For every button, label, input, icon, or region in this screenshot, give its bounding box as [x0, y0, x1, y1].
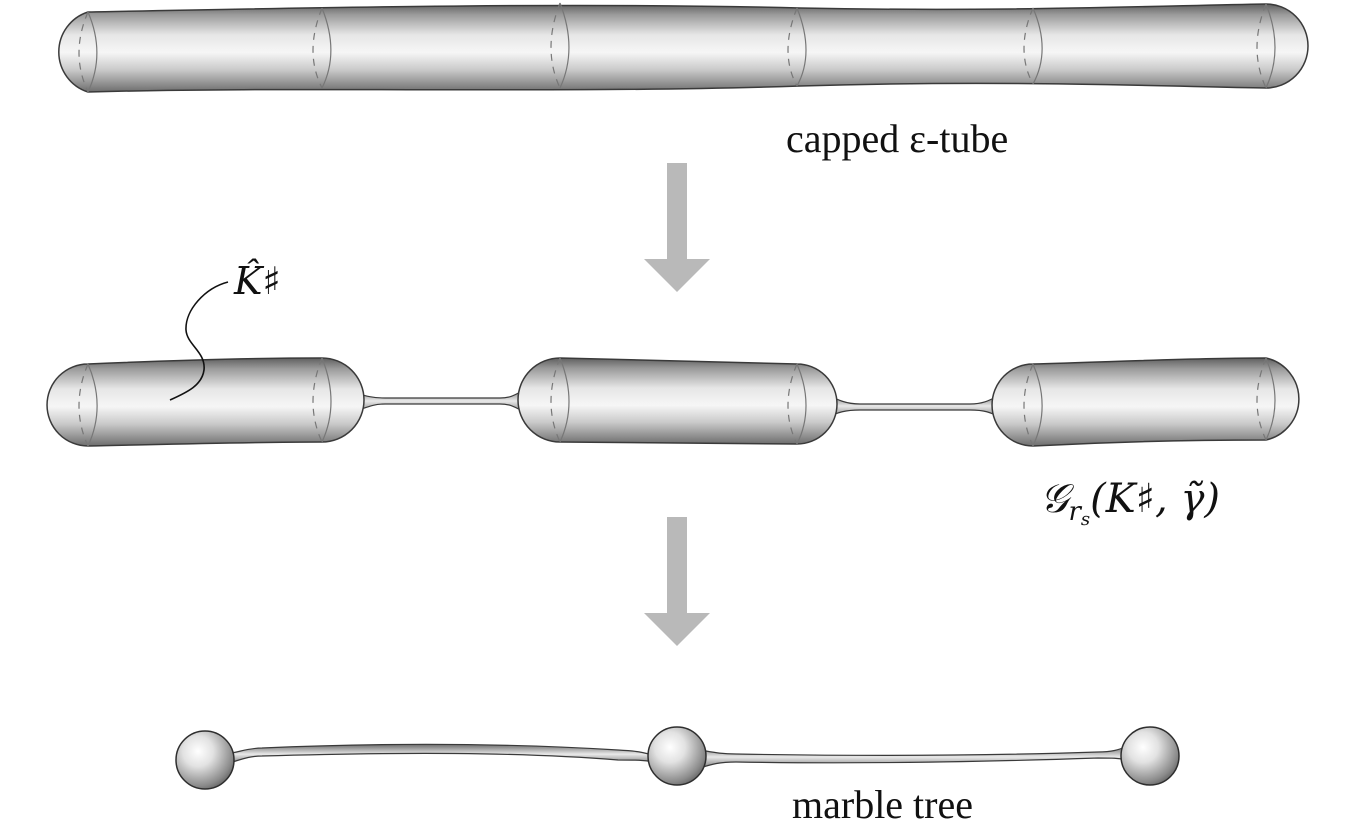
capped-tube: [58, 2, 1309, 93]
stage1-label: capped ε-tube: [786, 116, 1008, 161]
marble-1: [175, 730, 235, 790]
stage2-label-subsub: s: [1081, 509, 1090, 530]
marble-2: [647, 726, 707, 786]
marble-tree: [175, 726, 1180, 790]
callout-leader: [169, 281, 229, 401]
callout-label: K̂♯: [233, 259, 281, 303]
stage3-label: marble tree: [792, 782, 973, 827]
marble-3: [1120, 726, 1180, 786]
capsule-chain: [46, 357, 1300, 447]
down-arrow-1: [644, 163, 710, 292]
stage2-label-sub: r: [1068, 497, 1082, 527]
stage2-label: 𝒢rs(K♯, γ̃): [1040, 476, 1220, 530]
stage2-label-args: (K♯, γ̃): [1090, 476, 1220, 522]
down-arrow-2: [644, 517, 710, 646]
